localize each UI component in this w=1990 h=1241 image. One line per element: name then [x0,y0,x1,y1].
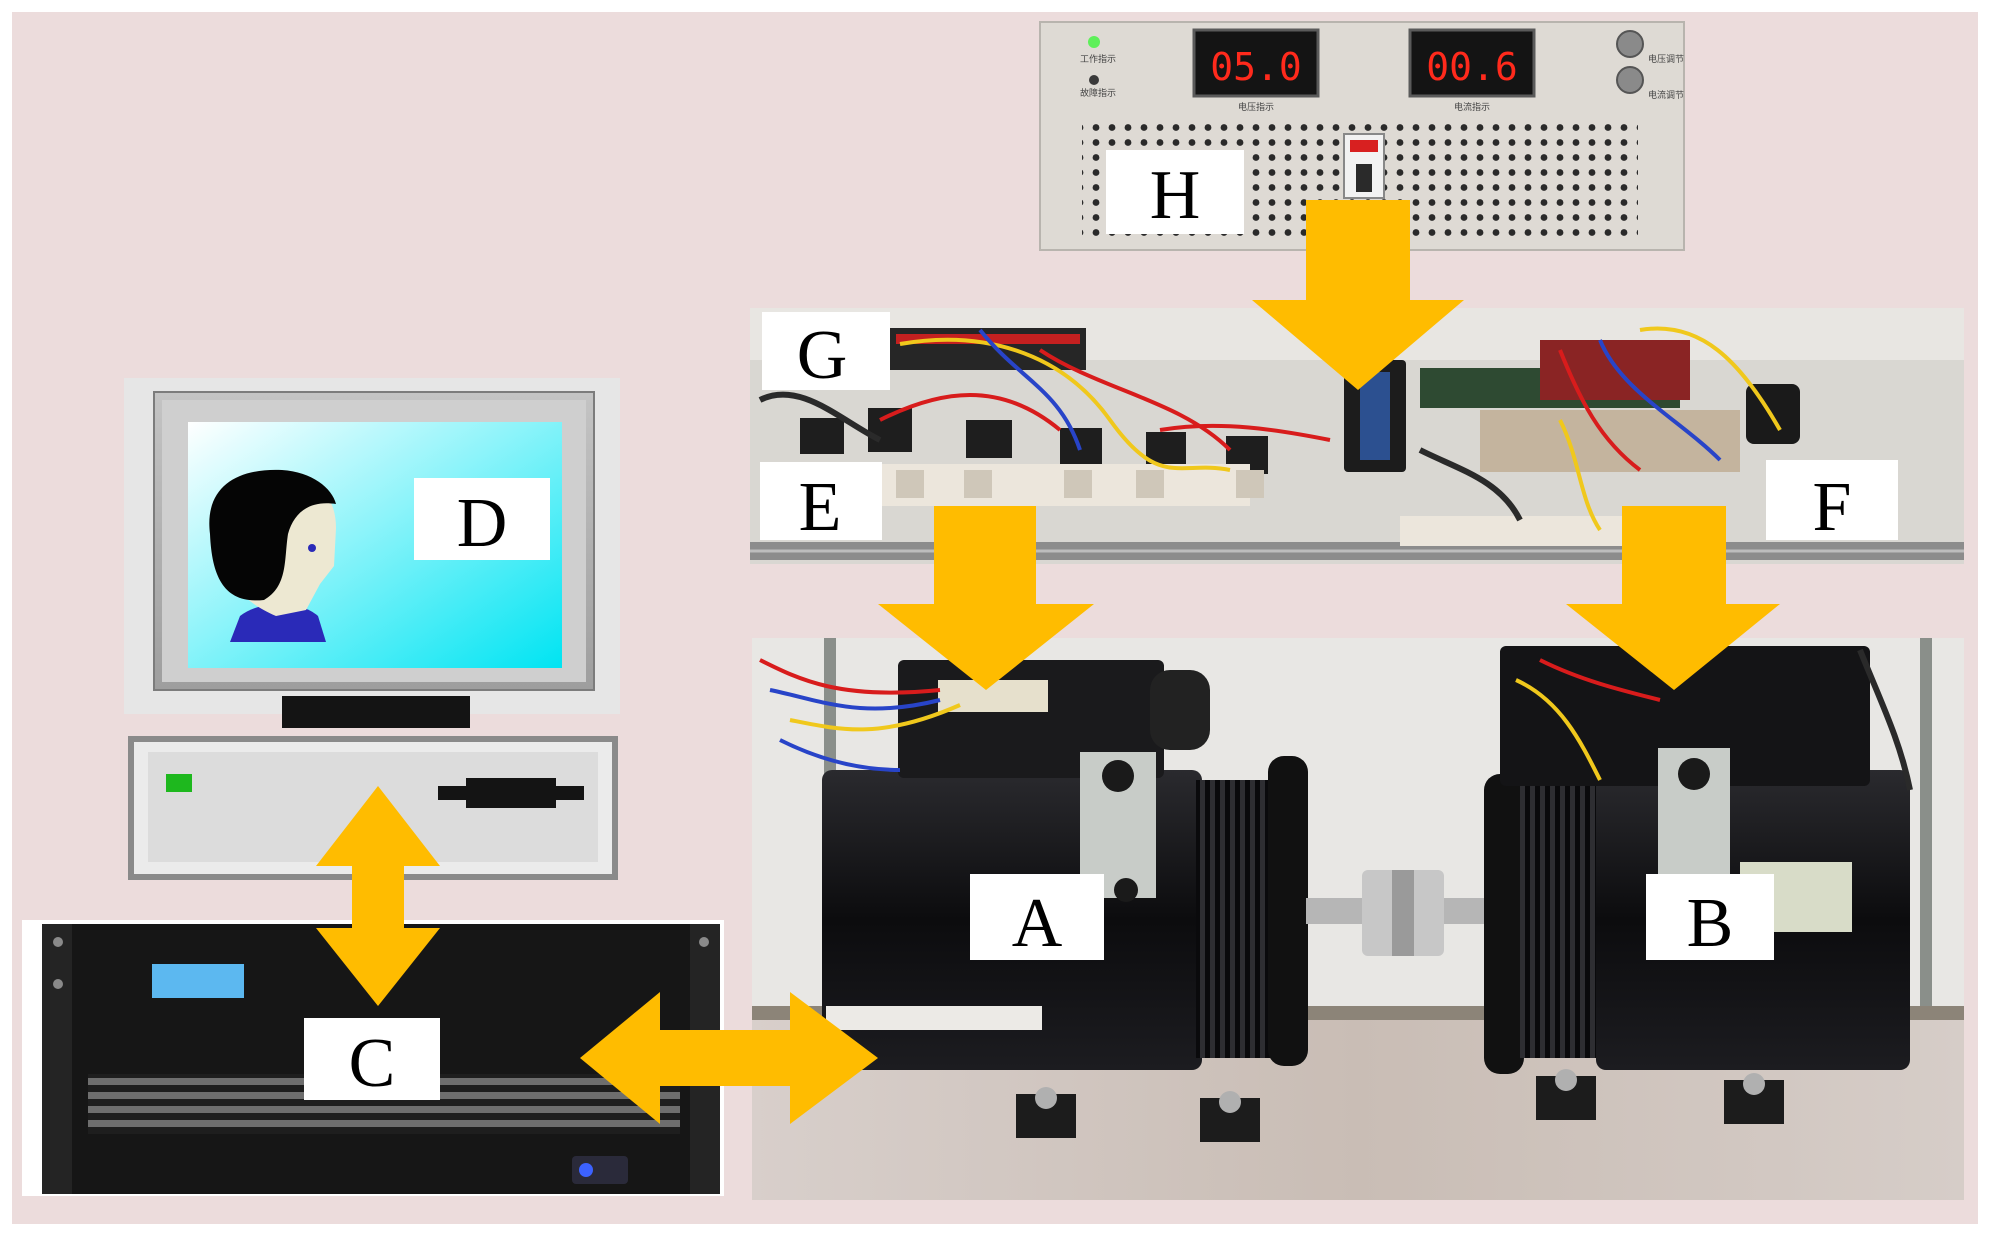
controller-board-photo [750,308,1964,564]
current-display [1408,28,1536,98]
current-knob [1616,66,1644,94]
label-A: A [1012,885,1063,962]
label-H-box [1106,150,1244,234]
svg-text:电压指示: 电压指示 [1238,101,1274,112]
arrow-computer-controller [316,786,440,1006]
power-led [166,774,192,792]
arrow-e-to-motor-a [878,506,1094,690]
label-G-box [762,312,890,390]
label-A-box [970,874,1104,960]
power-indicator-led [1088,36,1100,48]
label-F-box [1766,460,1898,540]
arrow-f-to-motor-b [1566,506,1780,690]
voltage-knob [1616,30,1644,58]
label-D: D [457,485,508,562]
label-C: C [349,1025,396,1102]
label-C-box [304,1018,440,1100]
label-E: E [799,469,842,546]
label-B-box [1646,874,1774,960]
label-F: F [1813,469,1852,546]
svg-text:电流调节: 电流调节 [1648,89,1684,100]
voltage-readout: 05.0 [1210,45,1302,89]
current-readout: 00.6 [1426,45,1518,89]
arrow-power-to-controller [1252,200,1464,390]
voltage-display [1192,28,1320,98]
motor-test-bench-photo [752,638,1964,1200]
svg-text:电压调节: 电压调节 [1648,53,1684,64]
label-D-box [414,478,550,560]
label-B: B [1687,885,1734,962]
label-E-box [760,462,882,540]
label-G: G [797,317,848,394]
person-icon [209,469,336,642]
label-H: H [1150,157,1201,234]
fault-indicator-led [1089,75,1099,85]
svg-text:电流指示: 电流指示 [1454,101,1490,112]
svg-text:工作指示: 工作指示 [1080,53,1116,64]
lcd-panel [152,964,244,998]
arrow-controller-motor [580,992,878,1124]
svg-text:故障指示: 故障指示 [1080,87,1116,98]
eye [308,544,316,552]
